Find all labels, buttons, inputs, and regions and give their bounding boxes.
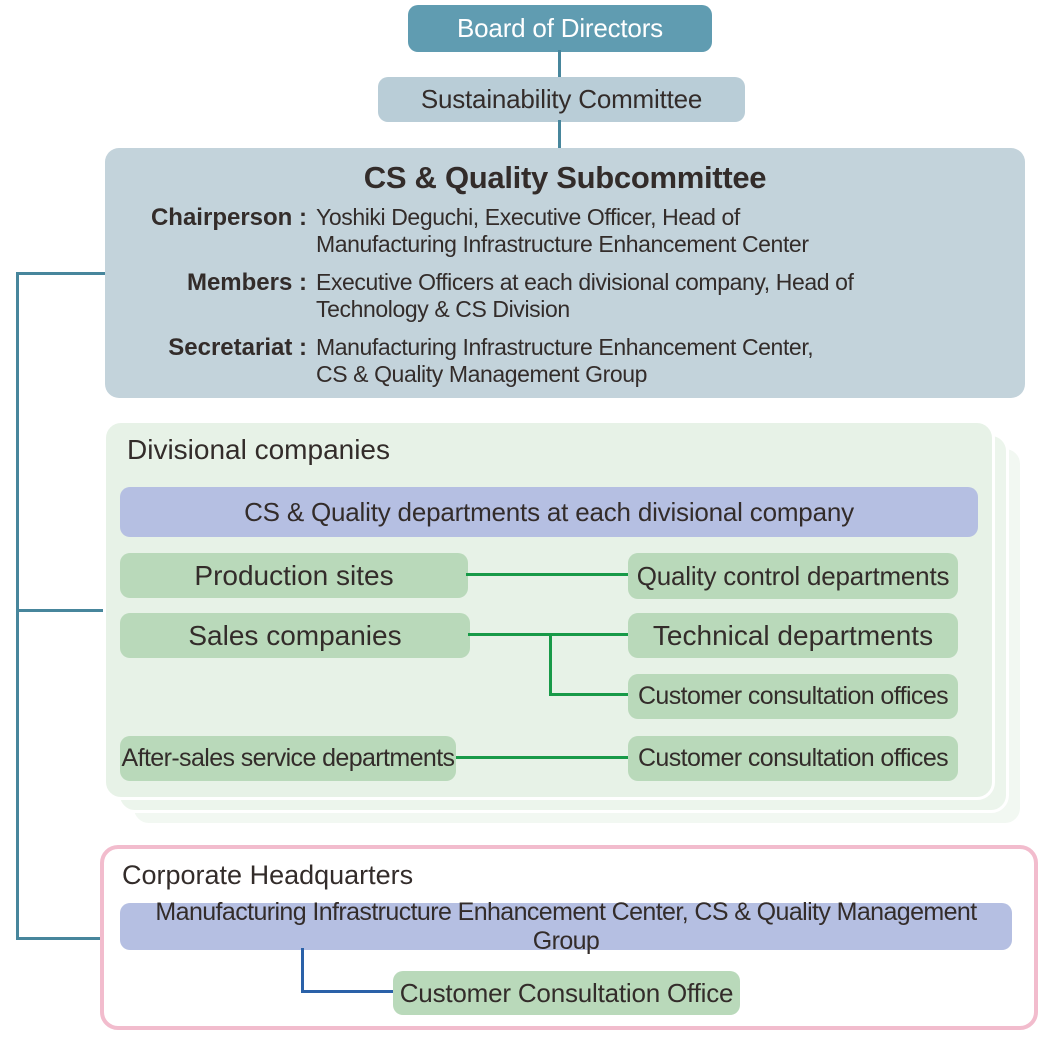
- connector-sales-branch-horizontal: [549, 693, 630, 696]
- customer-consultation-offices-box-1: Customer consultation offices: [628, 674, 958, 719]
- corporate-headquarters-title: Corporate Headquarters: [122, 860, 414, 890]
- subcommittee-title: CS & Quality Subcommittee: [363, 160, 767, 195]
- subcommittee-row-members: Members : Executive Officers at each div…: [105, 269, 1025, 323]
- customer-consultation-office-box: Customer Consultation Office: [393, 971, 740, 1015]
- customer-consultation-offices-box-2: Customer consultation offices: [628, 736, 958, 781]
- board-of-directors-box: Board of Directors: [408, 5, 712, 52]
- connector-sustainability-to-subcommittee: [558, 120, 561, 150]
- members-label: Members :: [186, 269, 307, 296]
- members-value-line1: Executive Officers at each divisional co…: [316, 269, 854, 295]
- quality-control-departments-box: Quality control departments: [628, 553, 958, 599]
- connector-sales-branch-vertical: [549, 633, 552, 696]
- secretariat-label: Secretariat :: [168, 334, 307, 361]
- connector-left-vertical: [16, 272, 19, 940]
- connector-left-to-hq: [16, 937, 105, 940]
- connector-hq-vertical: [301, 948, 304, 993]
- connector-hq-horizontal: [301, 990, 393, 993]
- sales-companies-box: Sales companies: [120, 613, 470, 658]
- after-sales-service-departments-box: After-sales service departments: [120, 736, 456, 781]
- connector-left-to-divisional: [16, 609, 104, 612]
- members-value-line2: Technology & CS Division: [316, 296, 570, 322]
- connector-board-to-sustainability: [558, 50, 561, 80]
- secretariat-value-line2: CS & Quality Management Group: [316, 361, 648, 387]
- sustainability-committee-box: Sustainability Committee: [378, 77, 745, 122]
- technical-departments-box: Technical departments: [628, 613, 958, 658]
- cs-quality-subcommittee-box: CS & Quality Subcommittee Chairperson : …: [105, 148, 1025, 398]
- chairperson-value-line2: Manufacturing Infrastructure Enhancement…: [316, 231, 809, 257]
- hq-management-group-banner: Manufacturing Infrastructure Enhancement…: [120, 898, 1012, 955]
- divisional-companies-title: Divisional companies: [127, 434, 391, 465]
- connector-production-to-quality: [466, 573, 630, 576]
- production-sites-box: Production sites: [120, 553, 468, 598]
- subcommittee-row-chairperson: Chairperson : Yoshiki Deguchi, Executive…: [105, 204, 1025, 258]
- cs-quality-departments-banner: CS & Quality departments at each divisio…: [120, 487, 978, 537]
- secretariat-value-line1: Manufacturing Infrastructure Enhancement…: [316, 334, 814, 360]
- connector-left-to-subcommittee: [16, 272, 106, 275]
- connector-aftersales-to-consultation: [456, 756, 630, 759]
- chairperson-label: Chairperson :: [150, 204, 307, 231]
- chairperson-value-line1: Yoshiki Deguchi, Executive Officer, Head…: [316, 204, 740, 230]
- subcommittee-row-secretariat: Secretariat : Manufacturing Infrastructu…: [105, 334, 1025, 388]
